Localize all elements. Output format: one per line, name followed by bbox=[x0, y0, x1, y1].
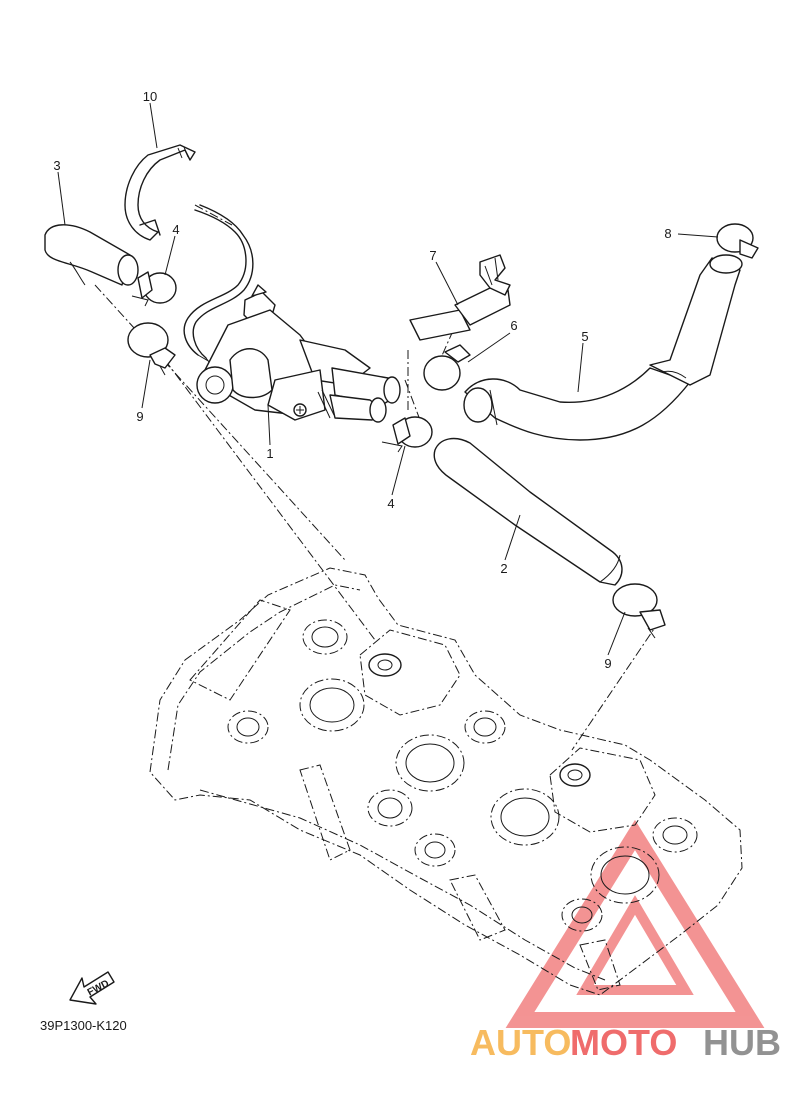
label-part-2: 2 bbox=[500, 561, 507, 576]
label-part-1: 1 bbox=[266, 446, 273, 461]
callout-lines bbox=[57, 102, 719, 656]
diagram-code: 39P1300-K120 bbox=[40, 1018, 127, 1033]
label-part-5: 5 bbox=[581, 329, 588, 344]
part-10-wire-clamp bbox=[124, 144, 196, 241]
callout-labels: 10 3 4 7 8 6 5 9 1 4 2 9 bbox=[53, 89, 671, 671]
label-part-4-middle: 4 bbox=[387, 496, 394, 511]
part-4-clamp-upper bbox=[131, 271, 177, 307]
part-9-clamp-right bbox=[612, 583, 666, 639]
watermark-logo bbox=[505, 819, 765, 1028]
label-part-8: 8 bbox=[664, 226, 671, 241]
part-1-air-cut-valve bbox=[196, 284, 401, 423]
part-8-clamp bbox=[716, 223, 759, 259]
watermark-text: AUTO MOTO HUB bbox=[470, 1022, 781, 1063]
part-7-bracket bbox=[409, 254, 511, 341]
label-part-7: 7 bbox=[429, 248, 436, 263]
part-6-clamp bbox=[423, 344, 471, 391]
label-part-6: 6 bbox=[510, 318, 517, 333]
part-5-hose bbox=[463, 254, 743, 441]
watermark-hub: HUB bbox=[703, 1022, 781, 1063]
leader-lines bbox=[94, 204, 661, 751]
part-2-hose bbox=[433, 437, 623, 586]
label-part-9-left: 9 bbox=[136, 409, 143, 424]
watermark-auto: AUTO bbox=[470, 1022, 571, 1063]
fwd-text: FWD bbox=[86, 978, 111, 998]
part-4-clamp-middle bbox=[381, 416, 433, 453]
fwd-arrow: FWD bbox=[69, 971, 115, 1005]
part-3-hose bbox=[44, 224, 139, 286]
cylinder-head-cover bbox=[149, 567, 743, 996]
label-part-10: 10 bbox=[143, 89, 157, 104]
label-part-3: 3 bbox=[53, 158, 60, 173]
part-9-clamp-left bbox=[127, 322, 176, 376]
watermark-moto: MOTO bbox=[570, 1022, 677, 1063]
label-part-4-upper: 4 bbox=[172, 222, 179, 237]
label-part-9-right: 9 bbox=[604, 656, 611, 671]
